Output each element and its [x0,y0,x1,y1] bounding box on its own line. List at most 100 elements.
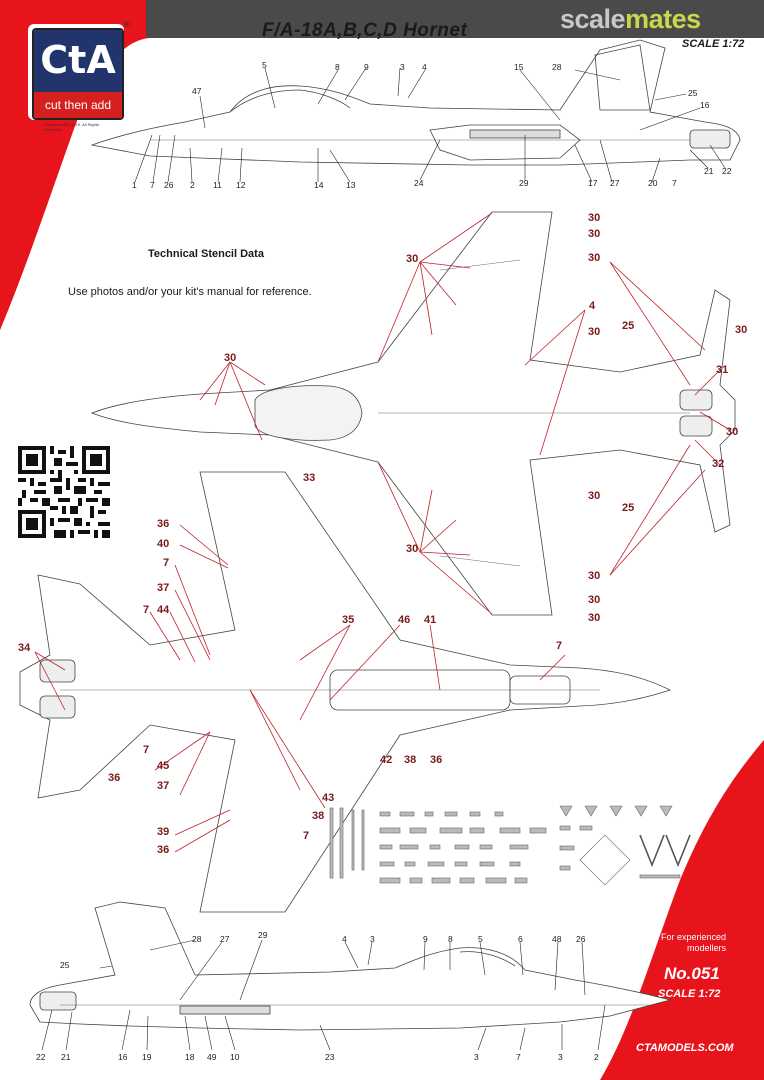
callout-top-profile: 1 [132,180,137,190]
plan-view-bottom [19,471,672,913]
callout-plan-bottom: 7 [303,830,310,842]
callout-plan-bottom: 36 [430,754,443,766]
page-title: F/A-18A,B,C,D Hornet [262,20,468,41]
callout-plan-top: 30 [588,594,601,606]
callout-plan-top: 30 [588,326,601,338]
logo-tagline: cut then add [34,92,122,118]
callout-bottom-profile: 21 [61,1052,71,1062]
callout-plan-bottom: 46 [398,614,411,626]
callout-bottom-profile: 3 [558,1052,563,1062]
callout-plan-bottom: 7 [163,557,170,569]
callout-bottom-profile: 49 [207,1052,217,1062]
callout-plan-top: 30 [406,253,419,265]
callout-plan-top: 30 [588,612,601,624]
callout-top-profile: 7 [150,180,155,190]
callout-plan-top: 30 [735,324,748,336]
callout-bottom-profile: 23 [325,1052,335,1062]
callout-top-profile: 27 [610,178,620,188]
callout-bottom-profile: 18 [185,1052,195,1062]
callout-plan-top: 4 [589,300,596,312]
callout-plan-bottom: 43 [322,792,335,804]
callout-bottom-profile: 7 [516,1052,521,1062]
callout-top-profile: 20 [648,178,658,188]
callout-plan-top: 30 [726,426,739,438]
callout-top-profile: 7 [672,178,677,188]
callout-top-profile: 14 [314,180,324,190]
callout-top-profile: 26 [164,180,174,190]
callout-plan-bottom: 37 [157,780,170,792]
callout-plan-bottom: 39 [157,826,170,838]
registered-mark: ® [124,20,130,29]
callout-plan-top: 30 [588,252,601,264]
copyright-text: Cut then Add© 2019. All Rights Reserved. [44,122,99,132]
side-profile-top [90,39,741,166]
callout-plan-bottom: 36 [108,772,121,784]
website-link[interactable]: CTAMODELS.COM [636,1042,734,1054]
callout-plan-top: 30 [588,490,601,502]
callout-plan-top: 32 [712,458,725,470]
callout-bottom-profile: 27 [220,934,230,944]
callout-bottom-profile: 16 [118,1052,128,1062]
callout-plan-top: 31 [716,364,729,376]
callout-top-profile: 11 [213,180,222,190]
product-number: No.051 [664,964,720,983]
callout-top-profile: 21 [704,166,714,176]
callout-bottom-profile: 28 [192,934,202,944]
callout-plan-bottom: 35 [342,614,355,626]
callout-bottom-profile: 48 [552,934,562,944]
callout-plan-bottom: 42 [380,754,393,766]
callout-leader-lines [34,212,731,853]
callout-plan-bottom: 7 [143,604,150,616]
callout-top-profile: 3 [400,62,405,72]
callout-top-profile: 24 [414,178,424,188]
callout-plan-bottom: 38 [404,754,417,766]
plan-view-top [90,211,736,616]
callout-bottom-profile: 5 [478,934,483,944]
callout-top-profile: 25 [688,88,698,98]
callout-top-profile: 12 [236,180,246,190]
scale-label-bottom: SCALE 1:72 [658,988,721,1000]
callout-plan-bottom: 36 [157,844,170,856]
side-profile-bottom [29,901,672,1031]
callout-top-profile: 13 [346,180,356,190]
callout-top-profile: 22 [722,166,732,176]
callout-bottom-profile: 9 [423,934,428,944]
qr-code [18,446,110,538]
callout-bottom-profile: 22 [36,1052,46,1062]
callout-plan-bottom: 38 [312,810,325,822]
callout-plan-bottom: 36 [157,518,170,530]
callout-bottom-profile: 8 [448,934,453,944]
callout-plan-top: 30 [224,352,237,364]
callout-bottom-profile: 25 [60,960,70,970]
callout-top-profile: 17 [588,178,598,188]
experience-note: For experienced modellers [660,932,726,953]
callout-plan-top: 30 [588,570,601,582]
callout-top-profile: 16 [700,100,710,110]
callout-top-profile: 4 [422,62,427,72]
callout-bottom-profile: 6 [518,934,523,944]
section-subtitle: Use photos and/or your kit's manual for … [68,286,312,298]
watermark: scalemates [560,4,701,34]
callout-bottom-profile: 10 [230,1052,240,1062]
profile-leader-lines [41,67,726,1051]
callout-plan-bottom: 44 [157,604,170,616]
callout-top-profile: 29 [519,178,529,188]
callout-bottom-profile: 19 [142,1052,152,1062]
callout-bottom-profile: 4 [342,934,347,944]
stencil-sheet [329,805,691,886]
callout-bottom-profile: 3 [474,1052,479,1062]
callout-plan-bottom: 7 [143,744,150,756]
callout-plan-top: 30 [588,212,601,224]
callout-top-profile: 5 [262,60,267,70]
logo-mark: CtA [34,30,122,92]
scale-label-top: SCALE 1:72 [682,38,745,50]
callout-plan-bottom: 37 [157,582,170,594]
callout-bottom-profile: 2 [594,1052,599,1062]
callout-plan-bottom: 7 [556,640,563,652]
callout-bottom-profile: 29 [258,930,268,940]
callout-plan-bottom: 41 [424,614,437,626]
callout-plan-bottom: 40 [157,538,170,550]
callout-top-profile: 47 [192,86,202,96]
callout-plan-top: 25 [622,320,635,332]
